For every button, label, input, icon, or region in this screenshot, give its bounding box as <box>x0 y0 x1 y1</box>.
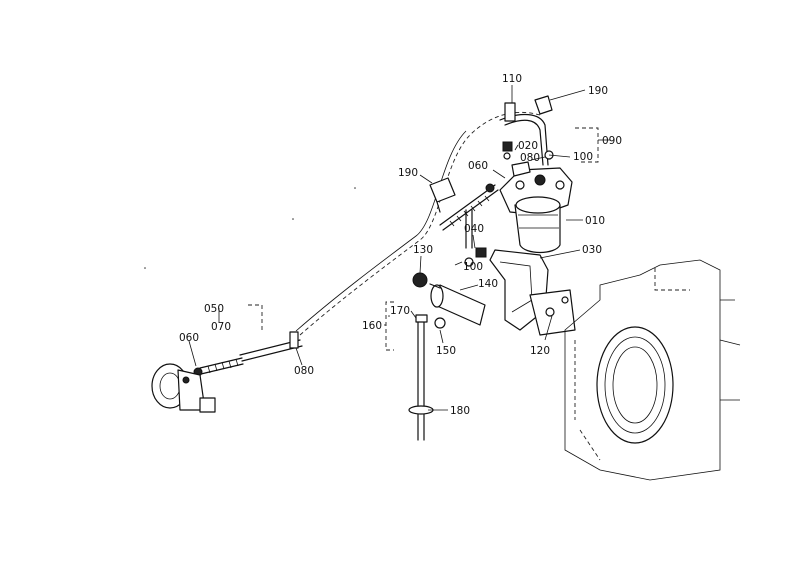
label-110: 110 <box>502 73 522 85</box>
label-150: 150 <box>436 345 456 357</box>
fuel-hose-outer <box>295 130 467 332</box>
return-hose-top <box>499 95 599 166</box>
mounting-plate <box>529 289 576 336</box>
lower-hose-left <box>193 304 303 377</box>
label-100-top: 100 <box>573 151 593 163</box>
label-050: 050 <box>204 303 224 315</box>
label-070: 070 <box>211 321 231 333</box>
label-020: 020 <box>518 140 538 152</box>
label-090: 090 <box>602 135 622 147</box>
label-030: 030 <box>582 244 602 256</box>
label-130: 130 <box>413 244 433 256</box>
leader-lines <box>188 85 610 411</box>
injection-pump-head <box>151 363 216 413</box>
label-080-top: 080 <box>520 152 540 164</box>
label-180: 180 <box>450 405 470 417</box>
vertical-pipe <box>464 209 487 267</box>
fuel-filter-assembly <box>499 167 573 254</box>
label-080-lower: 080 <box>294 365 314 377</box>
feed-pump <box>412 272 486 329</box>
label-120: 120 <box>530 345 550 357</box>
hose-clamp-middle <box>429 177 456 213</box>
drain-pipe <box>385 301 434 441</box>
label-040: 040 <box>464 223 484 235</box>
engine-block <box>564 259 741 481</box>
label-190-top: 190 <box>588 85 608 97</box>
label-140: 140 <box>478 278 498 290</box>
spring-hose-upper <box>439 183 499 231</box>
label-010: 010 <box>585 215 605 227</box>
label-060-top: 060 <box>468 160 488 172</box>
label-100-mid: 100 <box>463 261 483 273</box>
label-160: 160 <box>362 320 382 332</box>
print-speckles <box>144 187 390 317</box>
label-170: 170 <box>390 305 410 317</box>
banjo-fittings <box>502 141 554 177</box>
label-190-middle: 190 <box>398 167 418 179</box>
label-060-left: 060 <box>179 332 199 344</box>
